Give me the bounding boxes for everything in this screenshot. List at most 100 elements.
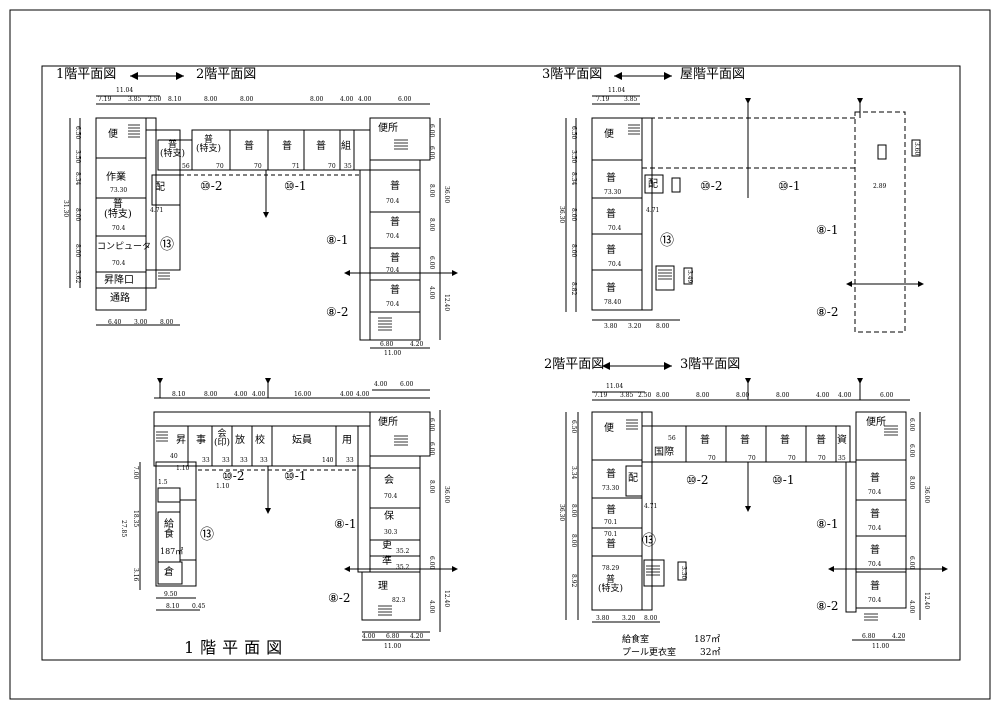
dim-label: 3.20 (622, 615, 636, 622)
room-toilet: 便 (108, 129, 118, 140)
room-area: 70.1 (604, 531, 618, 538)
dim-label: 36.00 (443, 486, 450, 504)
room-utility: 用 (342, 435, 352, 446)
room-kitchen: 給 食 (164, 519, 174, 540)
room-classroom: 普 (870, 473, 880, 484)
dim-label: 8.00 (428, 184, 435, 198)
dim-label: 8.00 (428, 218, 435, 232)
dim-label: 3.50 (74, 150, 81, 164)
section-label: ⑧-1 (334, 517, 357, 531)
room-special-class: 普 (特支) (104, 199, 132, 220)
dim-label: 3.50 (570, 150, 577, 164)
dim-label: 16.00 (294, 391, 312, 398)
section-label: ⑧-2 (816, 599, 839, 613)
room-entrance: 昇降口 (104, 275, 134, 286)
room-classroom: 普 (606, 539, 616, 550)
dim-label: 36.00 (923, 486, 930, 504)
room-area: 35 (838, 455, 846, 462)
room-classroom: 普 (390, 217, 400, 228)
dim-label: 6.00 (908, 444, 915, 458)
room-special-class: 普 (特支) (598, 575, 624, 594)
section-label: ⑬ (160, 237, 174, 253)
room-staff: 妘員 (292, 435, 312, 446)
dim-label: 8.00 (570, 504, 577, 518)
room-principal: 校 (255, 435, 265, 446)
dim-label: 0.45 (192, 603, 206, 610)
room-hai: 配 (648, 179, 658, 190)
room-area: 70 (748, 455, 756, 462)
room-area: 73.30 (110, 187, 128, 194)
room-classroom: 普 (606, 505, 616, 516)
section-label: ⑬ (642, 533, 656, 549)
room-area: 70.4 (868, 597, 882, 604)
room-area: 140 (322, 457, 334, 464)
room-area: 70 (254, 163, 262, 170)
dim-label: 4.00 (340, 96, 354, 103)
section-label: ⑩-2 (200, 179, 223, 193)
room-resource: 資 (837, 435, 847, 446)
dim-label: 4.00 (340, 391, 354, 398)
dim-label: 6.00 (908, 418, 915, 432)
dim-label: 3.62 (74, 270, 81, 284)
room-changing: 更 (382, 540, 392, 551)
dim-label: 6.00 (428, 418, 435, 432)
dim-label: 6.40 (108, 319, 122, 326)
dim-label: 8.92 (570, 574, 577, 588)
section-label: ⑧-2 (328, 591, 351, 605)
room-classroom: 普 (870, 581, 880, 592)
room-broadcast: 放 (235, 435, 245, 446)
room-classroom: 普 (816, 435, 826, 446)
note-value: 32㎡ (700, 648, 721, 658)
room-area: 35 (344, 163, 352, 170)
dim-label: 8.00 (570, 208, 577, 222)
room-kumi: 組 (341, 141, 351, 152)
dim-label: 7.19 (596, 96, 610, 103)
dim-label: 6.00 (908, 556, 915, 570)
dim-label: 4.00 (374, 381, 388, 388)
dim-label: 11.04 (116, 87, 134, 94)
dim-label: 8.00 (160, 319, 174, 326)
plan-top-left (69, 75, 456, 349)
room-area: 70.4 (386, 267, 400, 274)
room-international: 国際 (654, 447, 674, 458)
dim-label: 3.85 (624, 96, 638, 103)
note-value: 187㎡ (694, 635, 721, 645)
plan-title-1f-main: 1階平面図 (184, 638, 289, 657)
room-hai: 配 (628, 473, 638, 484)
plan-title-3f: 3階平面図 (542, 67, 603, 82)
room-area: 70 (708, 455, 716, 462)
room-infirmary: 保 (384, 511, 394, 522)
room-classroom: 普 (606, 283, 616, 294)
dim-label: 4.00 (816, 392, 830, 399)
section-label: ⑩-1 (778, 179, 801, 193)
dim-label: 1.10 (216, 483, 230, 490)
room-classroom: 普 (390, 253, 400, 264)
room-area: 73.30 (602, 485, 620, 492)
dim-label: 11.00 (872, 643, 890, 650)
dim-label: 8.00 (696, 392, 710, 399)
inner-border (41, 65, 961, 661)
dim-label: 6.80 (380, 341, 394, 348)
section-label: ⑩-2 (686, 473, 709, 487)
dim-label: 8.82 (570, 282, 577, 296)
dim-label: 3.80 (604, 323, 618, 330)
dim-label: 3.30 (680, 566, 687, 580)
room-classroom: 普 (特支) (196, 135, 222, 154)
room-area: 56 (668, 435, 676, 442)
room-toilet: 便所 (378, 417, 398, 428)
dim-label: 8.00 (204, 391, 218, 398)
room-area: 70.4 (384, 493, 398, 500)
dim-label: 8.00 (908, 476, 915, 490)
dim-label: 3.20 (628, 323, 642, 330)
dim-label: 4.00 (838, 392, 852, 399)
room-area: 78.40 (604, 299, 622, 306)
room-sho: 昇 (176, 435, 186, 446)
room-area: 70.4 (112, 225, 126, 232)
dim-label: 2.50 (638, 392, 652, 399)
dim-label: 8.10 (166, 603, 180, 610)
dim-label: 8.34 (74, 172, 81, 186)
room-area: 33 (222, 457, 230, 464)
room-area: 70.4 (608, 261, 622, 268)
dim-label: 7.00 (132, 466, 139, 480)
